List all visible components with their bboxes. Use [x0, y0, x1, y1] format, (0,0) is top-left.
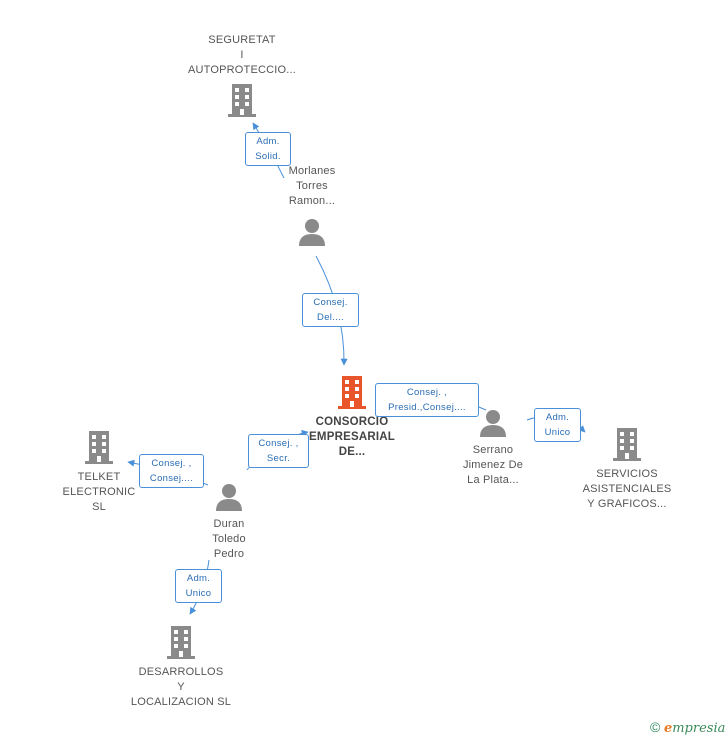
building-icon — [167, 626, 195, 659]
node-duran[interactable]: Duran Toledo Pedro — [179, 482, 279, 562]
copyright-icon: © — [650, 719, 661, 735]
building-icon — [228, 84, 256, 117]
person-icon — [299, 219, 325, 246]
brand-initial: e — [663, 721, 673, 736]
edge-label-duran-desarrollos[interactable]: Adm. Unico — [175, 569, 222, 603]
building-icon — [85, 431, 113, 464]
node-serrano-label: Serrano Jimenez De La Plata... — [462, 444, 524, 486]
edge-label-morlanes-seguretat[interactable]: Adm. Solid. — [245, 132, 291, 166]
edge-label-morlanes-consorcio[interactable]: Consej. Del.... — [302, 293, 359, 327]
building-icon-main — [338, 376, 366, 409]
node-telket[interactable]: TELKET ELECTRONIC SL — [54, 429, 144, 515]
node-consorcio[interactable]: CONSORCIO EMPRESARIAL DE... — [292, 374, 412, 460]
node-seguretat[interactable]: SEGURETAT I AUTOPROTECCIO... — [182, 33, 302, 123]
edge-label-duran-telket[interactable]: Consej. , Consej.... — [139, 454, 204, 488]
node-serrano[interactable]: Serrano Jimenez De La Plata... — [443, 408, 543, 488]
node-consorcio-label: CONSORCIO EMPRESARIAL DE... — [309, 416, 395, 458]
node-desarrollos[interactable]: DESARROLLOS Y LOCALIZACION SL — [120, 624, 242, 710]
node-seguretat-label: SEGURETAT I AUTOPROTECCIO... — [187, 34, 297, 76]
edge-label-serrano-consorcio[interactable]: Consej. , Presid.,Consej.... — [375, 383, 479, 417]
node-telket-label: TELKET ELECTRONIC SL — [62, 471, 136, 513]
brand-watermark: © empresia — [650, 719, 725, 736]
edge-label-serrano-servicios[interactable]: Adm. Unico — [534, 408, 581, 442]
node-morlanes-label: Morlanes Torres Ramon... — [288, 165, 336, 207]
person-icon — [216, 484, 242, 511]
node-duran-label: Duran Toledo Pedro — [212, 518, 246, 560]
node-desarrollos-label: DESARROLLOS Y LOCALIZACION SL — [130, 666, 232, 708]
edge-label-duran-consorcio[interactable]: Consej. , Secr. — [248, 434, 309, 468]
person-icon — [480, 410, 506, 437]
node-servicios-label: SERVICIOS ASISTENCIALES Y GRAFICOS... — [582, 468, 672, 510]
node-morlanes[interactable]: Morlanes Torres Ramon... — [262, 164, 362, 252]
brand-name: mpresia — [672, 721, 726, 736]
building-icon — [613, 428, 641, 461]
node-servicios[interactable]: SERVICIOS ASISTENCIALES Y GRAFICOS... — [572, 426, 682, 512]
